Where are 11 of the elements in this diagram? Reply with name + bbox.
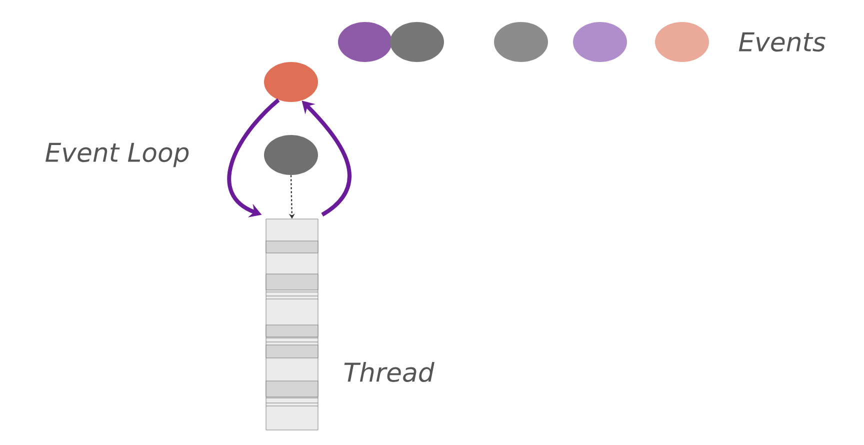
thread-bar (266, 218, 318, 430)
circle (655, 22, 709, 62)
circle (264, 62, 318, 102)
thread-label: Thread (344, 362, 434, 382)
circle (338, 22, 392, 62)
label: Events (738, 32, 826, 52)
label: Event Loop (46, 142, 189, 168)
circle (264, 134, 318, 175)
circle (573, 22, 627, 62)
circle (494, 22, 548, 62)
circle (390, 22, 444, 62)
